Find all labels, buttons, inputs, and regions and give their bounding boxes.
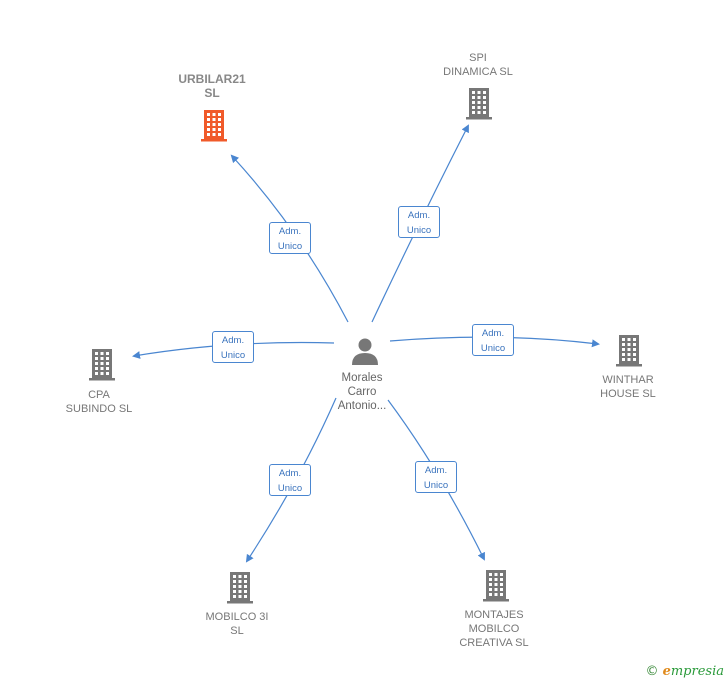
building-base <box>89 378 115 381</box>
building-icon[interactable] <box>86 347 118 381</box>
building-base <box>616 364 642 367</box>
node-label-cpa-subindo[interactable]: CPA SUBINDO SL <box>65 389 133 415</box>
node-label-montajes-mobilco[interactable]: MONTAJES MOBILCO CREATIVA SL <box>459 609 529 649</box>
node-label-spi-dinamica[interactable]: SPI DINAMICA SL <box>443 52 513 78</box>
node-label-mobilco-3i[interactable]: MOBILCO 3I SL <box>205 611 269 637</box>
edge-badge-role-detail: Unico <box>220 350 246 361</box>
edge-badge-spi-dinamica[interactable]: Adm. Unico <box>398 206 440 238</box>
building-base <box>483 599 509 602</box>
edge-badge-role: Adm. <box>407 210 431 221</box>
building-icon[interactable] <box>463 86 495 120</box>
edge-badge-role: Adm. <box>481 328 505 339</box>
building-icon[interactable] <box>480 568 512 602</box>
brand-logo-text: mpresia <box>670 664 724 679</box>
node-label-urbilar21[interactable]: URBILAR21 SL <box>178 72 246 100</box>
building-base <box>201 139 227 142</box>
edge-badge-role: Adm. <box>278 226 302 237</box>
edge-badge-cpa-subindo[interactable]: Adm. Unico <box>212 331 254 363</box>
brand-logo-letter: e <box>662 664 671 679</box>
building-base <box>466 117 492 120</box>
edge-badge-role-detail: Unico <box>277 483 303 494</box>
building-icon[interactable] <box>613 333 645 367</box>
building-icon[interactable] <box>224 570 256 604</box>
person-icon[interactable] <box>350 336 380 366</box>
edge-badge-role-detail: Unico <box>423 480 449 491</box>
node-label-winthar-house[interactable]: WINTHAR HOUSE SL <box>600 374 656 400</box>
building-shape <box>486 570 506 599</box>
building-base <box>227 601 253 604</box>
edge-badge-montajes-mobilco[interactable]: Adm. Unico <box>415 461 457 493</box>
building-shape <box>92 349 112 378</box>
building-shape <box>204 110 224 139</box>
building-icon[interactable] <box>198 108 230 142</box>
edge-badge-role-detail: Unico <box>406 225 432 236</box>
edge-badge-role: Adm. <box>278 468 302 479</box>
brand-footer[interactable]: © empresia <box>645 664 724 679</box>
copyright-icon: © <box>645 664 659 679</box>
building-shape <box>619 335 639 364</box>
edge-badge-winthar-house[interactable]: Adm. Unico <box>472 324 514 356</box>
edge-badge-role-detail: Unico <box>277 241 303 252</box>
edge-badge-role: Adm. <box>424 465 448 476</box>
edge-badge-role: Adm. <box>221 335 245 346</box>
edge-badge-urbilar21[interactable]: Adm. Unico <box>269 222 311 254</box>
edge-badge-mobilco-3i[interactable]: Adm. Unico <box>269 464 311 496</box>
building-shape <box>469 88 489 117</box>
building-shape <box>230 572 250 601</box>
edge-badge-role-detail: Unico <box>480 343 506 354</box>
center-person-label[interactable]: Morales Carro Antonio... <box>337 372 387 412</box>
